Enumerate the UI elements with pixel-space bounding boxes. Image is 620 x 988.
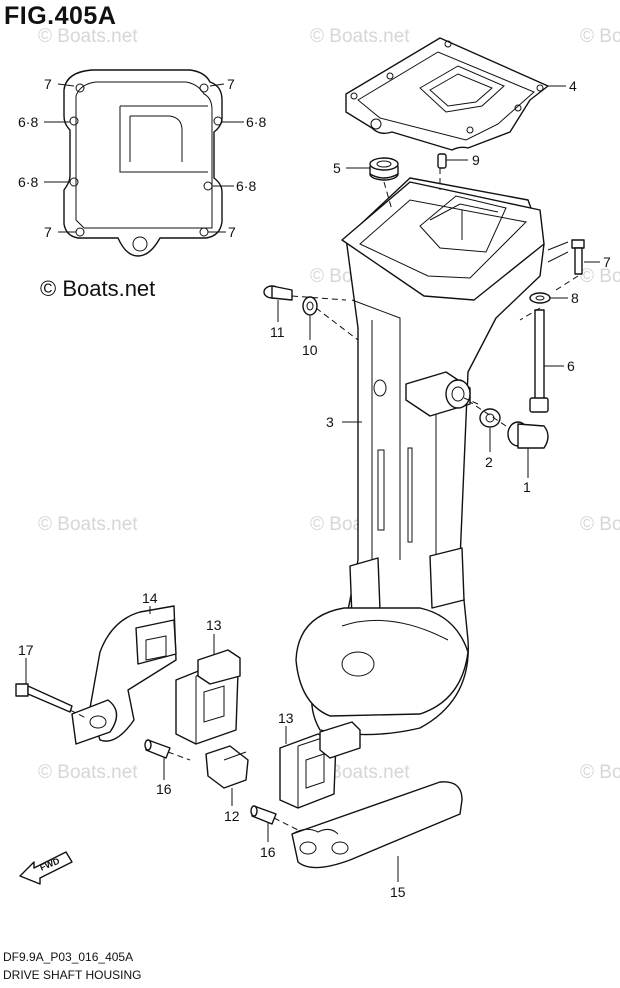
leader-lines [25, 83, 600, 882]
bolt-part-7 [571, 239, 585, 275]
gasket-part-4 [345, 37, 549, 151]
callout-15: 15 [390, 884, 406, 900]
watermark: © Boats.net [580, 762, 620, 783]
pin-part-16a [144, 739, 171, 759]
watermark: © Boats.net [580, 266, 620, 287]
callout-13: 13 [278, 710, 294, 726]
callout-6-8: 6·8 [18, 114, 38, 130]
drain-plug-part-1 [507, 421, 549, 449]
callout-2: 2 [485, 454, 493, 470]
lower-bracket-part-15 [291, 781, 463, 869]
mount-bracket-part-14 [71, 605, 177, 745]
model-code: DF9.9A_P03_016_405A [3, 950, 134, 964]
washer-part-8 [529, 292, 551, 304]
callout-10: 10 [302, 342, 318, 358]
callout-labels: 7 7 6·8 6·8 6·8 6·8 7 7 4 5 9 7 8 6 3 2 … [18, 76, 611, 900]
plug-part-11 [263, 285, 293, 301]
figure-title: FIG.405A [4, 2, 117, 30]
drive-shaft-housing-part-3 [295, 177, 569, 736]
pin-part-16b [250, 805, 277, 825]
gasket-plan-view [63, 69, 223, 257]
watermark: © Boats.net [38, 762, 138, 783]
watermark: © Boats.net [580, 514, 620, 535]
stopper-part-12 [205, 745, 249, 789]
oil-seal-part-5 [369, 157, 399, 181]
callout-12: 12 [224, 808, 240, 824]
callout-6: 6 [567, 358, 575, 374]
callout-6-8: 6·8 [18, 174, 38, 190]
gasket-washer-part-2 [479, 408, 501, 428]
callout-14: 14 [142, 590, 158, 606]
watermark: © Boats.net [38, 514, 138, 535]
callout-7: 7 [603, 254, 611, 270]
callout-6-8: 6·8 [236, 178, 256, 194]
callout-7: 7 [44, 76, 52, 92]
callout-11: 11 [270, 324, 285, 340]
callout-7: 7 [44, 224, 52, 240]
callout-1: 1 [523, 479, 531, 495]
callout-7: 7 [227, 76, 235, 92]
mount-rubber-part-13a [175, 649, 241, 745]
callout-17: 17 [18, 642, 34, 658]
callout-13: 13 [206, 617, 222, 633]
copyright-notice: © Boats.net [40, 276, 156, 301]
bolt-part-17 [15, 683, 73, 713]
mount-rubber-part-13b [279, 721, 361, 809]
dowel-pin-part-9 [437, 153, 447, 169]
callout-5: 5 [333, 160, 341, 176]
callout-8: 8 [571, 290, 579, 306]
gasket-part-10 [302, 296, 318, 316]
watermark: © Boats.net [580, 26, 620, 47]
callout-3: 3 [326, 414, 334, 430]
callout-4: 4 [569, 78, 577, 94]
watermark: © Boats.net [310, 26, 410, 47]
long-bolt-part-6 [529, 309, 549, 413]
diagram-name: DRIVE SHAFT HOUSING [3, 968, 142, 982]
callout-7: 7 [228, 224, 236, 240]
callout-16: 16 [260, 844, 276, 860]
callout-9: 9 [472, 152, 480, 168]
callout-16: 16 [156, 781, 172, 797]
fwd-arrow-icon: FWD [19, 851, 73, 885]
callout-6-8: 6·8 [246, 114, 266, 130]
watermark: © Boats.net [38, 26, 138, 47]
